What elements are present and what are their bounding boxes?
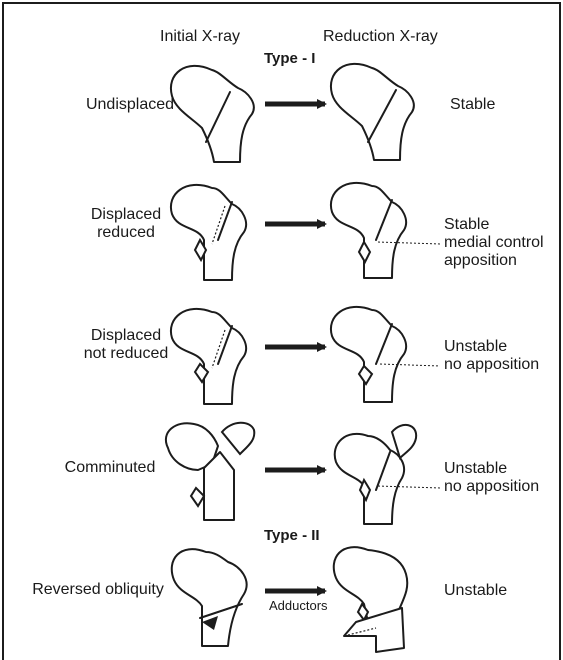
row-5-reduction-femur <box>334 547 408 652</box>
row-4-left-label: Comminuted <box>50 459 170 477</box>
header-initial-xray: Initial X-ray <box>160 28 240 46</box>
header-reduction-xray: Reduction X-ray <box>323 28 438 46</box>
row-3-right-label: Unstable no apposition <box>444 338 539 374</box>
adductors-label: Adductors <box>269 597 328 615</box>
row-4-reduction-femur <box>335 425 440 524</box>
row-2-reduction-femur <box>331 183 440 278</box>
row-5-left-label: Reversed obliquity <box>18 581 178 599</box>
row-3-reduction-femur <box>331 307 440 402</box>
row-1-left-label: Undisplaced <box>60 96 200 114</box>
row-5-initial-femur <box>172 549 247 646</box>
row-5-right-label: Unstable <box>444 582 507 600</box>
row-1-reduction-femur <box>331 64 414 160</box>
row-1-right-label: Stable <box>450 96 495 114</box>
type-1-title: Type - I <box>264 50 315 68</box>
row-2-right-label: Stable medial control apposition <box>444 216 544 270</box>
row-4-initial-femur <box>166 423 254 520</box>
row-2-left-label: Displaced reduced <box>66 206 186 242</box>
row-3-left-label: Displaced not reduced <box>66 327 186 363</box>
row-4-right-label: Unstable no apposition <box>444 460 539 496</box>
type-2-title: Type - II <box>264 527 320 545</box>
